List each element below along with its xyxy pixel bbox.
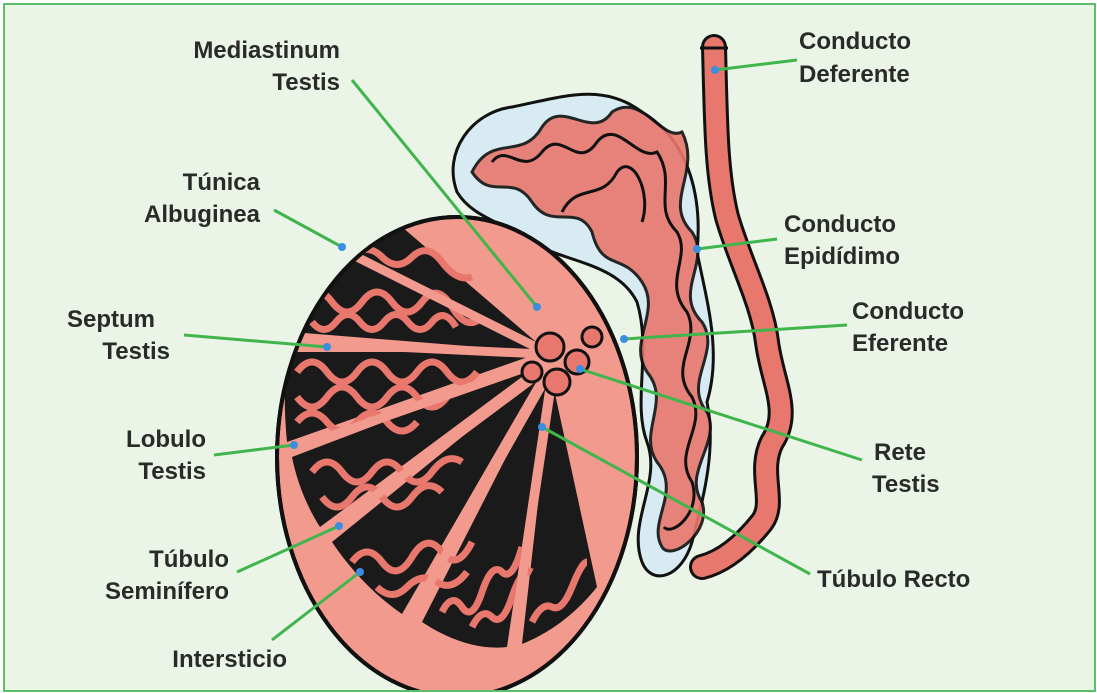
label-epididimo-2: Epidídimo bbox=[784, 243, 900, 270]
label-tunica-1: Túnica bbox=[183, 169, 261, 196]
label-rete-1: Rete bbox=[874, 439, 926, 466]
label-intersticio: Intersticio bbox=[172, 646, 287, 673]
label-septum-2: Testis bbox=[102, 338, 170, 365]
label-septum-1: Septum bbox=[67, 306, 155, 333]
label-eferente-1: Conducto bbox=[852, 298, 964, 325]
testis-diagram: Mediastinum Testis Túnica Albuginea Sept… bbox=[5, 5, 1094, 690]
label-mediastinum-2: Testis bbox=[272, 69, 340, 96]
label-lobulo-1: Lobulo bbox=[126, 426, 206, 453]
label-eferente-2: Eferente bbox=[852, 330, 948, 357]
label-deferente-1: Conducto bbox=[799, 28, 911, 55]
label-mediastinum-1: Mediastinum bbox=[193, 37, 340, 64]
label-tubulo-seminifero-2: Seminífero bbox=[105, 578, 229, 605]
label-deferente-2: Deferente bbox=[799, 61, 910, 88]
label-tubulo-seminifero-1: Túbulo bbox=[149, 546, 229, 573]
label-epididimo-1: Conducto bbox=[784, 211, 896, 238]
label-lobulo-2: Testis bbox=[138, 458, 206, 485]
label-tunica-2: Albuginea bbox=[144, 201, 261, 228]
vas-deferens bbox=[700, 47, 781, 567]
testis-body bbox=[277, 217, 637, 690]
label-tubulo-recto: Túbulo Recto bbox=[817, 566, 970, 593]
label-rete-2: Testis bbox=[872, 471, 940, 498]
diagram-frame: Mediastinum Testis Túnica Albuginea Sept… bbox=[3, 3, 1096, 692]
